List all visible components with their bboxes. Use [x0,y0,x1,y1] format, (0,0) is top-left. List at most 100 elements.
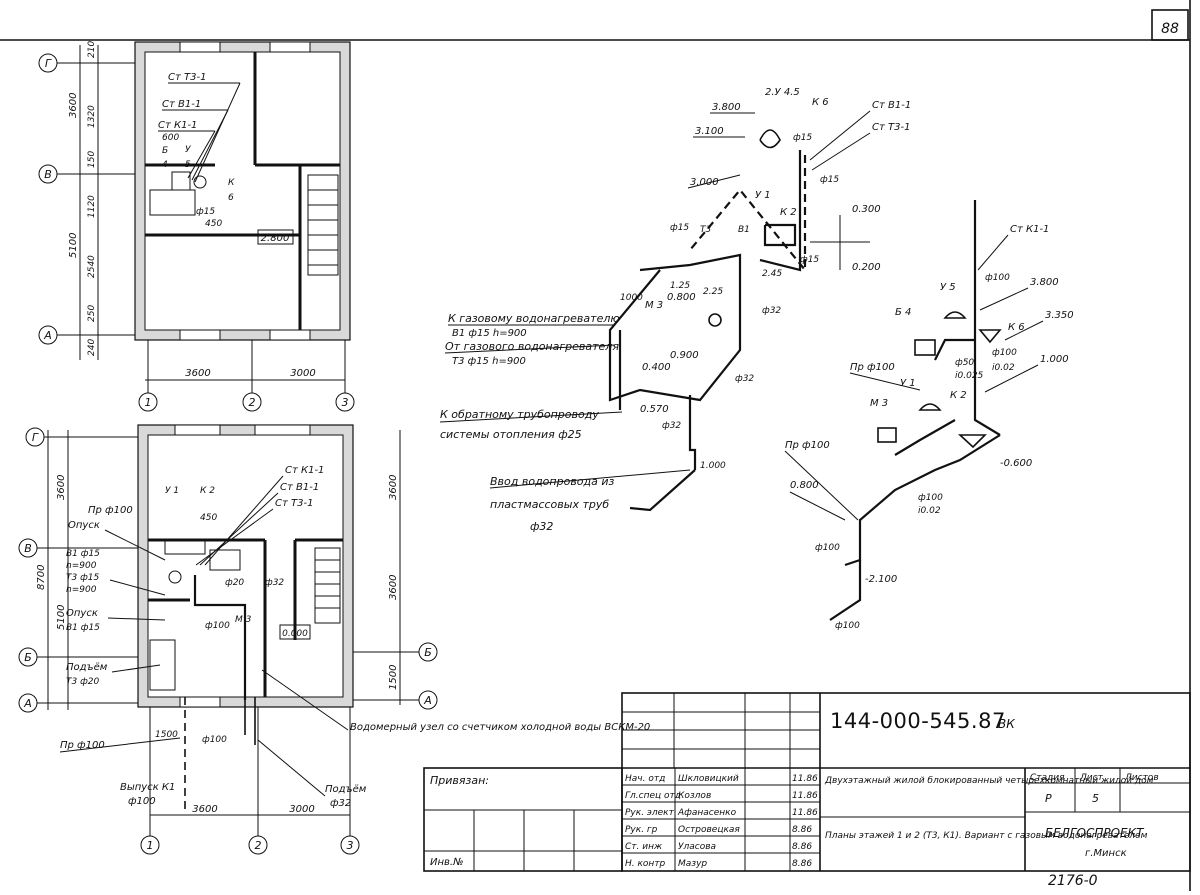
sewer-elev: -2.100 [865,574,897,585]
iso-code: М 3 [645,300,663,311]
leader [439,411,623,423]
sewer-riser [973,200,1001,436]
upper-dim: 3000 [290,368,315,379]
sewer-fixture [978,329,1002,344]
sewer-pr: Пр ф100 [850,362,895,373]
iso-elev: 3.000 [690,177,719,188]
svg-text:Уласова: Уласова [678,842,716,852]
upper-window [179,41,221,53]
svg-text:11.86: 11.86 [792,791,818,801]
iso-pipe-tag: В1 [738,225,750,235]
leader [187,130,216,179]
sewer-branch [894,419,956,456]
iso-elev: 0.570 [640,404,669,415]
svg-text:Г: Г [32,431,39,444]
stage-value: Р [1045,792,1052,805]
svg-text:Гл.спец отд: Гл.спец отд [625,791,681,801]
iso-note: В1 ф15 h=900 [452,328,527,339]
iso-riser-b1 [759,150,802,272]
sewer-elev: 3.800 [1030,277,1059,288]
iso-elev: 3.800 [712,102,741,113]
upper-mark: 600 [162,133,179,143]
upper-mark: К [228,178,235,188]
iso-inlet [629,469,696,512]
leader [59,737,181,753]
svg-text:Рук. гр: Рук. гр [625,825,658,835]
iso-note: К газовому водонагревателю [448,312,620,325]
lower-dim: 3600 [388,575,399,600]
sewer-fixture [943,311,967,319]
upper-mark: 4 [162,160,168,170]
leader [111,664,161,673]
sewer-branch [934,338,975,361]
lower-dim: 3600 [388,475,399,500]
iso-note: Т3 ф15 h=900 [452,356,526,367]
upper-axis-V: В [38,164,135,184]
upper-riser-label: Ст Т3-1 [168,72,206,83]
svg-text:Г: Г [45,57,52,70]
leader [104,529,166,561]
sewer-code: Б 4 [895,307,911,318]
iso-diam: ф32 [762,306,781,316]
upper-mark: Б [162,146,168,156]
lower-diam: ф100 [202,735,227,745]
sewer-code: М 3 [870,398,888,409]
lower-axis-V: В [18,538,138,558]
upper-elev: 2.800 [261,233,290,244]
upper-mark: 5 [185,160,191,170]
svg-text:3: 3 [347,839,354,852]
org-name: БЕЛГОСПРОЕКТ [1045,826,1145,840]
lower-window [254,424,311,436]
sewer-code: У 1 [900,378,916,389]
leader [809,110,871,161]
leader [195,508,274,566]
lower-axis-B-right: Б [353,642,438,662]
iso-main-loop [608,253,742,402]
lower-axis-1: 1 [140,707,160,855]
iso-sewer-scheme: Ст К1-1 3.800 3.350 1.000 -0.600 0.800 -… [784,200,1074,631]
upper-dim: 3600 [68,93,79,118]
sewer-code: У 5 [940,282,956,293]
svg-text:А: А [43,329,52,342]
upper-fixture-bath [149,189,196,216]
leader [107,617,166,621]
lower-dim: 450 [200,513,217,523]
iso-note: К обратному трубопроводу [440,408,599,421]
sewer-diam: ф100 [835,621,860,631]
upper-dim-small: 210 [87,41,97,58]
svg-text:Островецкая: Островецкая [678,825,740,835]
svg-text:В: В [44,168,52,181]
upper-axis-G: Г [38,53,135,73]
lower-window [179,696,221,708]
sheet-title: Планы этажей 1 и 2 (Т3, К1). Вариант с г… [825,831,1148,841]
title-block: 144-000-545.87 ВК Привязан: Инв.№ Нач. о… [423,692,1191,872]
svg-text:11.86: 11.86 [792,808,818,818]
lower-diam: ф20 [225,578,244,588]
sheets-header: Листов [1124,773,1159,783]
leader [444,344,616,354]
svg-text:Б: Б [24,651,32,664]
upper-window [269,41,311,53]
upper-axis-A: А [38,325,135,345]
iso-code: К 6 [812,97,829,108]
sewer-code: К 2 [950,390,967,401]
svg-text:Н. контр: Н. контр [625,859,666,869]
leader [489,469,691,489]
lower-fixture-stove [149,639,176,691]
upper-floor-plan: 2.800 Ст Т3-1 Ст В1-1 Ст К1-1 600 Б 4 У … [38,41,355,412]
leader [204,475,284,566]
note-h: h=900 [66,561,97,571]
sewer-slope: i0.02 [918,506,941,516]
note-opusk2: Опуск [66,608,98,619]
lower-riser-label: Ст Т3-1 [275,498,313,509]
note-podem: Подъём [66,662,108,673]
sewer-fixture [918,403,942,411]
svg-text:А: А [423,694,432,707]
sewer-slope: i0.025 [955,371,984,381]
sewer-diam: ф100 [815,543,840,553]
iso-elev: 0.300 [852,204,881,215]
